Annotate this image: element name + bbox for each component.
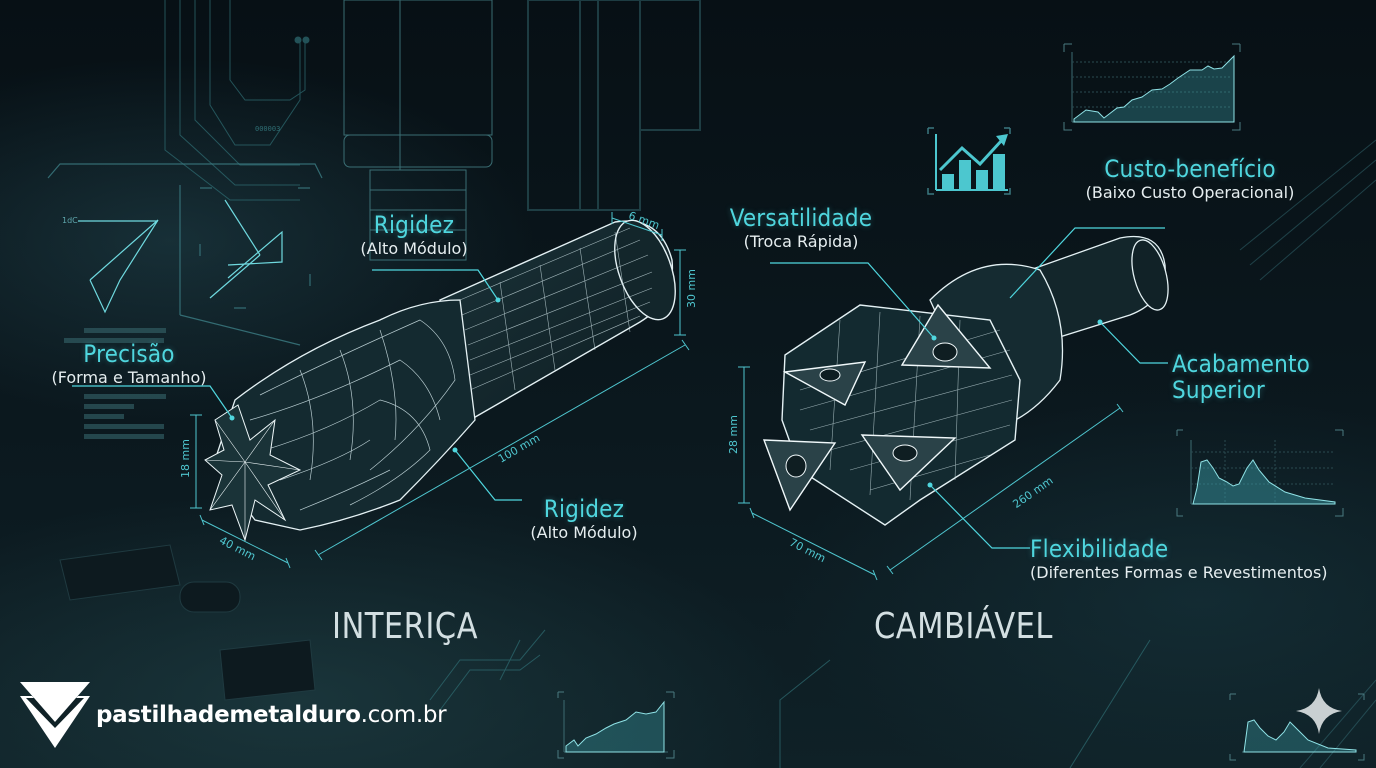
circuit-lines-top	[164, 0, 310, 201]
brand-chevron-icon	[20, 682, 90, 748]
callout-rigidez-top: Rigidez (Alto Módulo)	[354, 212, 474, 258]
callout-subtitle: (Baixo Custo Operacional)	[1085, 183, 1295, 203]
callout-custo-beneficio: Custo-benefício (Baixo Custo Operacional…	[1078, 156, 1302, 202]
callout-title: Rigidez	[543, 495, 625, 523]
hud-data-bars	[64, 328, 166, 439]
machine-column	[527, 0, 701, 211]
callout-flexibilidade: Flexibilidade (Diferentes Formas e Reves…	[1030, 536, 1340, 582]
background-blocks	[59, 544, 316, 701]
callout-versatilidade: Versatilidade (Troca Rápida)	[720, 205, 882, 251]
dim-shank-height: 30 mm	[684, 269, 698, 308]
callout-title: Versatilidade	[729, 204, 873, 232]
section-title-cambiavel: CAMBIÁVEL	[874, 606, 1053, 647]
brand-name: pastilhademetalduro.com.br	[96, 702, 447, 728]
callout-title: Custo-benefício	[1104, 155, 1276, 183]
callout-acabamento: Acabamento Superior	[1172, 351, 1322, 404]
callout-subtitle: (Forma e Tamanho)	[51, 368, 207, 388]
histogram-panel	[1176, 429, 1344, 517]
callout-title: Precisão	[83, 340, 175, 368]
histogram-panel-bottom	[1229, 693, 1365, 761]
callout-subtitle: (Diferentes Formas e Revestimentos)	[1030, 563, 1328, 583]
callout-rigidez-bottom: Rigidez (Alto Módulo)	[524, 496, 644, 542]
diagonal-lines	[1239, 139, 1376, 768]
brand-name-suffix: .com.br	[360, 702, 447, 728]
callout-subtitle: (Alto Módulo)	[360, 239, 468, 259]
callout-title-line2: Superior	[1172, 376, 1265, 405]
brand-name-bold: pastilhademetalduro	[96, 702, 361, 728]
callout-subtitle: (Troca Rápida)	[743, 232, 859, 252]
sparkle-icon	[1296, 688, 1342, 734]
callout-title: Acabamento	[1172, 350, 1311, 378]
hud-small-label: 1dC	[62, 216, 78, 225]
dim-cutter-height: 28 mm	[726, 415, 740, 454]
callout-subtitle: (Alto Módulo)	[530, 523, 638, 543]
brand-logo[interactable]: pastilhademetalduro.com.br	[20, 682, 447, 748]
hud-frame	[47, 163, 323, 346]
circuit-lines-bottom	[429, 629, 1151, 768]
insert-top-left	[782, 361, 867, 406]
insert-top-right	[900, 303, 992, 369]
line-chart-panel-bottom	[557, 691, 675, 759]
line-chart-panel-top	[1063, 43, 1241, 131]
hud-triangle-graphic	[78, 199, 283, 314]
insert-front-right	[860, 434, 957, 492]
spindle-wireframe	[343, 0, 493, 261]
hud-code: 000003	[255, 125, 280, 133]
section-title-interica: INTERIÇA	[332, 606, 478, 647]
callout-title: Rigidez	[373, 211, 455, 239]
dim-tip-height: 18 mm	[178, 439, 192, 478]
callout-title: Flexibilidade	[1030, 535, 1169, 563]
bar-chart-trend-icon	[927, 127, 1011, 195]
callout-precisao: Precisão (Forma e Tamanho)	[44, 341, 214, 387]
